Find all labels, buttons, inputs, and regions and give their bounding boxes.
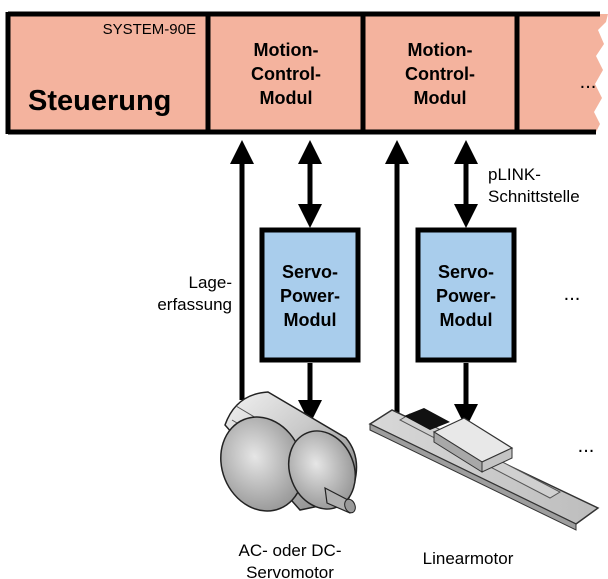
plink-arrow-1	[298, 140, 322, 228]
servo-power-module-1: Servo- Power- Modul	[259, 227, 361, 363]
feedback-arrow-2	[385, 140, 409, 414]
controller-label: Steuerung	[28, 85, 171, 117]
motion-control-module-2: Motion- Control- Modul	[405, 40, 475, 108]
position-label-line-2: erfassung	[157, 295, 232, 314]
motion-module-2-line-2: Control-	[405, 64, 475, 84]
servo-module-1-line-1: Servo-	[282, 262, 338, 282]
servo-module-1-line-2: Power-	[280, 286, 340, 306]
motion-control-module-1: Motion- Control- Modul	[251, 40, 321, 108]
linear-motor-illustration	[368, 408, 600, 531]
servo-motor-label-line-1: AC- oder DC-	[239, 541, 342, 560]
motion-module-1-line-1: Motion-	[254, 40, 319, 60]
interface-label-line-2: Schnittstelle	[488, 187, 580, 206]
servo-module-2-line-3: Modul	[440, 310, 493, 330]
drive-arrow-1	[298, 363, 322, 424]
servo-motor-illustration	[220, 391, 358, 514]
servo-motor-label-line-2: Servomotor	[246, 563, 334, 579]
plink-arrow-2	[454, 140, 478, 228]
servo-module-1-line-3: Modul	[284, 310, 337, 330]
motion-module-1-line-2: Control-	[251, 64, 321, 84]
servo-module-2-line-2: Power-	[436, 286, 496, 306]
interface-label-line-1: pLINK-	[488, 165, 541, 184]
continuation-dots-middle: ...	[564, 283, 581, 305]
system-label: SYSTEM-90E	[103, 21, 196, 38]
motion-module-2-line-1: Motion-	[408, 40, 473, 60]
feedback-arrow-1	[230, 140, 254, 400]
continuation-dots-bottom: ...	[578, 435, 595, 457]
position-label-line-1: Lage-	[189, 273, 232, 292]
servo-module-2-box	[415, 227, 517, 363]
torn-edge	[560, 14, 608, 132]
linear-motor-label: Linearmotor	[423, 549, 514, 568]
servo-module-2-line-1: Servo-	[438, 262, 494, 282]
drive-arrow-2	[454, 363, 478, 428]
continuation-dots-top: ...	[580, 71, 597, 93]
motion-module-1-line-3: Modul	[260, 88, 313, 108]
motion-module-2-line-3: Modul	[414, 88, 467, 108]
servo-power-module-2: Servo- Power- Modul	[415, 227, 517, 363]
module-bar-fill	[8, 14, 573, 132]
servo-module-1-box	[259, 227, 361, 363]
